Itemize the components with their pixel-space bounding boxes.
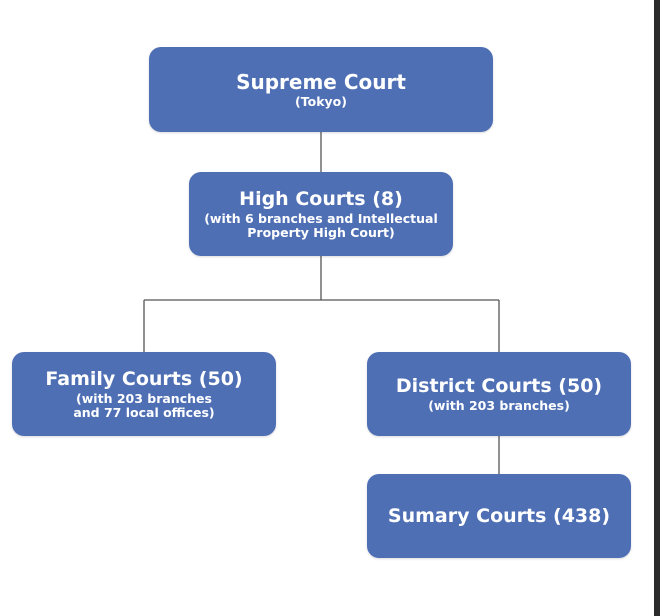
high-courts-title: High Courts (8) [239,188,403,210]
supreme-court-subtitle: (Tokyo) [295,93,347,109]
window-edge [654,0,660,616]
high-courts-node: High Courts (8) (with 6 branches and Int… [189,172,453,256]
summary-courts-title: Sumary Courts (438) [387,505,611,527]
family-courts-node: Family Courts (50) (with 203 branches an… [12,352,276,436]
family-courts-subtitle: (with 203 branches and 77 local offices) [73,391,215,420]
supreme-court-title: Supreme Court [236,69,406,94]
district-courts-title: District Courts (50) [395,375,603,397]
summary-courts-node: Sumary Courts (438) [367,474,631,558]
high-courts-subtitle: (with 6 branches and Intellectual Proper… [204,211,438,240]
district-courts-node: District Courts (50) (with 203 branches) [367,352,631,436]
family-courts-title: Family Courts (50) [45,368,243,390]
supreme-court-node: Supreme Court (Tokyo) [149,47,493,132]
district-courts-subtitle: (with 203 branches) [428,398,570,413]
